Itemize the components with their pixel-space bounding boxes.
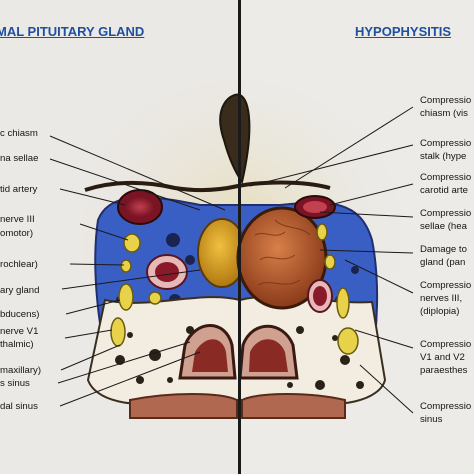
- label-cavernous-sinus: s sinus: [0, 378, 30, 389]
- pituitary-stalk: [219, 93, 251, 185]
- label-compression-carotid-1: Compressio: [420, 172, 472, 183]
- cranial-nerves: [110, 223, 359, 355]
- sphenoid-sinus-right-inner: [249, 339, 288, 372]
- leader-lines: [49, 106, 414, 414]
- label-damage-gland-1: Damage to: [420, 244, 467, 255]
- label-compression-carotid-2: carotid arte: [420, 185, 468, 196]
- label-carotid-artery: tid artery: [0, 184, 38, 195]
- label-compression-v1v2-3: paraesthes: [420, 365, 468, 376]
- label-compression-stalk-2: stalk (hype: [420, 151, 467, 162]
- label-damage-gland-2: gland (pan: [420, 257, 466, 268]
- hypophysitis-heading: HYPOPHYSITIS: [355, 24, 452, 39]
- carotid-left-upper-lumen: [126, 197, 154, 217]
- label-nerve-v1: nerve V1: [0, 326, 39, 337]
- label-compression-chiasm-1: Compressio: [420, 95, 472, 106]
- bone-base-right: [241, 393, 346, 419]
- carotid-right-upper-lumen: [303, 201, 327, 213]
- label-sphenoidal-sinus: dal sinus: [0, 401, 38, 412]
- normal-gland-heading: MAL PITUITARY GLAND: [0, 24, 145, 39]
- label-compression-sinus-1: Compressio: [420, 401, 472, 412]
- label-maxillary: maxillary): [0, 365, 42, 376]
- label-compression-nerves-1: Compressio: [420, 280, 472, 291]
- bone-base-left: [129, 393, 238, 419]
- label-compression-stalk-1: Compressio: [420, 138, 472, 149]
- carotid-left-lower-lumen: [155, 262, 179, 282]
- label-compression-v1v2-2: V1 and V2: [420, 352, 465, 363]
- label-compression-v1v2-1: Compressio: [420, 339, 472, 350]
- label-optic-chiasm: c chiasm: [0, 128, 38, 139]
- label-ophthalmic: thalmic): [0, 339, 34, 350]
- carotid-right-lower-lumen: [313, 286, 327, 306]
- label-trochlear: rochlear): [0, 259, 38, 270]
- label-compression-sellae-2: sellae (hea: [420, 221, 467, 232]
- label-diaphragma-sellae: na sellae: [0, 153, 39, 164]
- label-nerve-iii: nerve III: [0, 214, 35, 225]
- diaphragma-sellae: [84, 180, 331, 193]
- label-pituitary-gland: ary gland: [0, 285, 40, 296]
- label-compression-chiasm-2: chiasm (vis: [420, 108, 468, 119]
- label-compression-nerves-3: (diplopia): [420, 306, 460, 317]
- label-compression-nerves-2: nerves III,: [420, 293, 463, 304]
- sphenoid-sinus-left-inner: [192, 339, 228, 372]
- inflamed-texture: [254, 219, 311, 286]
- label-compression-sellae-1: Compressio: [420, 208, 472, 219]
- label-compression-sinus-2: sinus: [420, 414, 443, 425]
- panel-divider: [238, 0, 241, 474]
- label-abducens: bducens): [0, 309, 40, 320]
- label-oculomotor: omotor): [0, 228, 34, 239]
